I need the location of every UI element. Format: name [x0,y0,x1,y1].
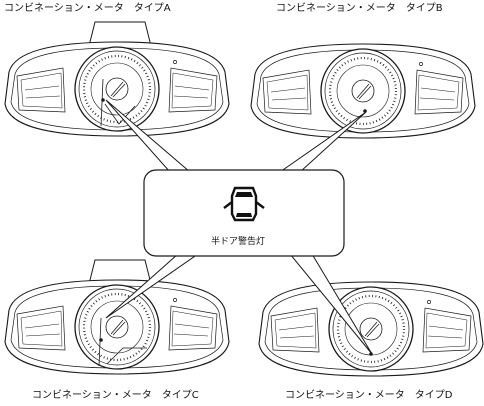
cluster-type-b [249,42,477,140]
cluster-type-c [3,259,231,376]
callout-connectors [105,99,373,355]
label-type-c: コンビネーション・メータ タイプC [32,390,199,401]
label-type-b: コンビネーション・メータ タイプB [276,3,443,14]
door-warning-label: 半ドア警告灯 [211,237,266,247]
label-type-d: コンビネーション・メータ タイプD [285,390,453,401]
cluster-type-d [257,280,484,378]
door-ajar-warning-icon [223,186,265,222]
label-type-a: コンビネーション・メータ タイプA [4,3,171,14]
cluster-type-a [3,21,231,138]
